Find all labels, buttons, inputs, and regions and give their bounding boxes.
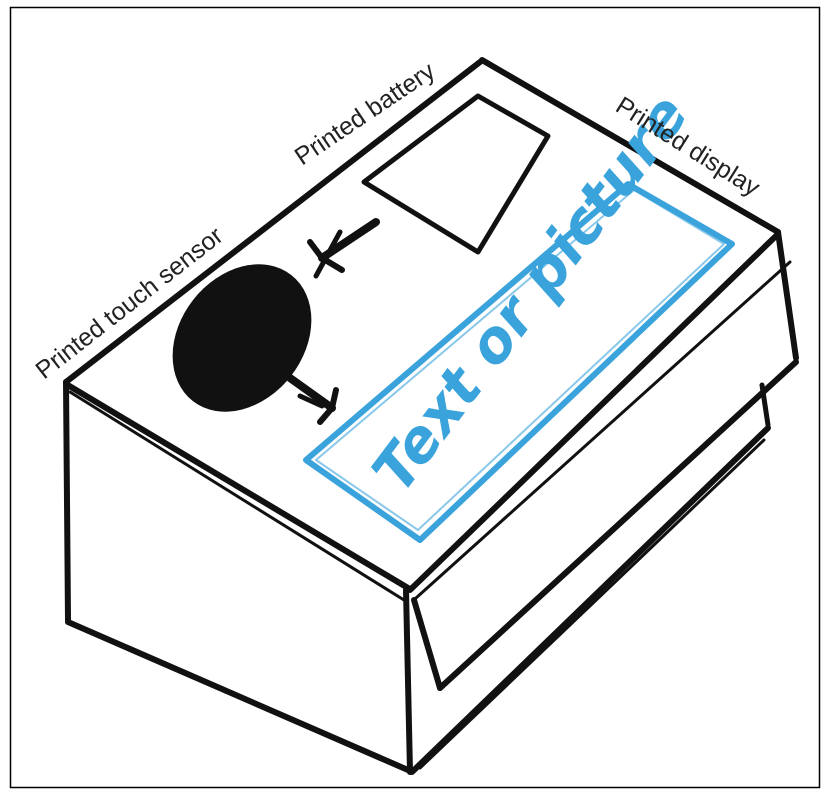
box-front-corner-edge <box>403 587 413 775</box>
top-face-back-right-edge <box>479 57 781 235</box>
box-bottom-right-edge <box>409 425 771 775</box>
touch-sensor-blob <box>172 264 312 412</box>
sketch-line <box>68 390 406 602</box>
lid-right-edge <box>775 229 799 361</box>
battery-rectangle <box>361 93 551 255</box>
display-panel <box>303 181 735 543</box>
lid-bottom-edge <box>437 359 799 691</box>
image-border <box>9 6 821 789</box>
box-right-edge <box>759 382 771 428</box>
top-face-front-left-edge <box>63 381 411 591</box>
top-face-front-right-edge <box>407 231 781 593</box>
box-outline <box>63 57 799 775</box>
sketch-line <box>414 260 792 600</box>
arrow-battery-to-sensor <box>307 218 380 279</box>
box-bottom-left-edge <box>65 619 411 773</box>
top-face-back-left-edge <box>63 59 483 385</box>
box-left-corner-edge <box>63 379 71 623</box>
arrow-sensor-to-display <box>286 374 339 425</box>
sketch-line <box>418 438 766 770</box>
lid-front-edge <box>411 597 443 691</box>
